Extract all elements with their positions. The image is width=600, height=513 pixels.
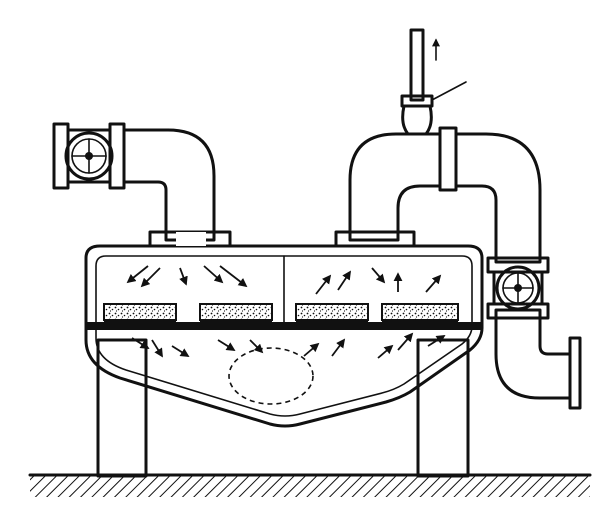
flow-arrows (126, 265, 446, 359)
flow-arrow (397, 332, 414, 351)
flow-arrow (140, 267, 161, 288)
perforated-tray (295, 303, 369, 325)
housing-body (84, 244, 484, 428)
collection-zone (228, 347, 314, 405)
ground-hatching (28, 473, 592, 497)
flow-arrow (179, 267, 188, 286)
side-valve-wheel (486, 256, 550, 320)
flow-arrow (151, 339, 163, 358)
flow-arrow (331, 338, 346, 357)
flow-arrow (303, 342, 320, 357)
perforated-tray (199, 303, 273, 325)
flow-arrow (203, 265, 224, 284)
perforated-tray (103, 303, 177, 325)
outlet-stem-valve (400, 28, 467, 136)
flow-arrow (377, 344, 394, 359)
flow-arrow (337, 270, 351, 291)
flow-arrow (427, 335, 446, 347)
support-leg-left (96, 338, 148, 478)
flow-arrow (219, 265, 248, 288)
perforated-trays (103, 303, 459, 325)
inlet-pipe-elbow (122, 128, 232, 248)
flow-arrow (249, 339, 264, 354)
inlet-valve-wheel (52, 122, 126, 190)
perforated-tray (381, 303, 459, 325)
support-leg-right (416, 338, 470, 478)
flow-arrow (315, 274, 332, 295)
flow-arrow (371, 267, 386, 284)
flow-arrow (131, 337, 150, 349)
vapor-outlet-pipe (334, 126, 582, 410)
flow-arrow (217, 339, 236, 351)
flow-arrow (425, 274, 442, 293)
flow-arrow (171, 345, 190, 357)
flow-arrow (126, 265, 149, 284)
